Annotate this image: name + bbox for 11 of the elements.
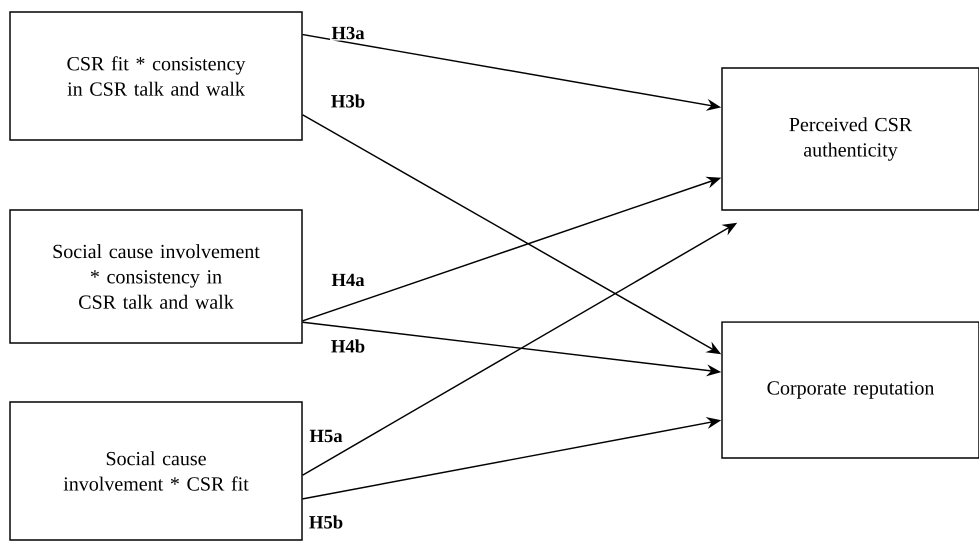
variable-box: Perceived CSR authenticity — [721, 67, 979, 211]
edge-label: H3a — [330, 25, 366, 41]
edge-label: H4b — [330, 338, 366, 354]
variable-box: Corporate reputation — [721, 321, 979, 459]
edge-label: H5b — [308, 514, 344, 530]
edge-label: H3b — [330, 93, 366, 109]
variable-box: CSR fit * consistency in CSR talk and walk — [9, 11, 303, 141]
variable-box: Social cause involvement * consistency in CSR talk and walk — [9, 209, 303, 344]
variable-box: Social cause involvement * CSR fit — [9, 401, 303, 541]
edge-label: H5a — [308, 428, 344, 444]
edge-label: H4a — [330, 272, 366, 288]
